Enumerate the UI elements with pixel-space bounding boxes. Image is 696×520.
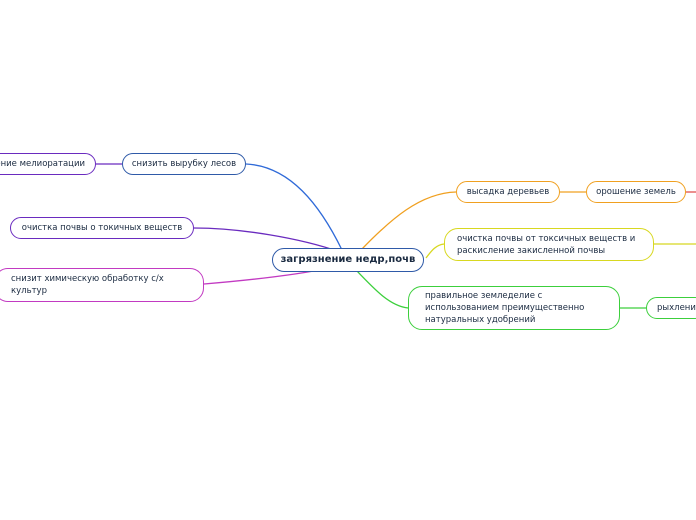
node-ochistka-tokichnyh-label: очистка почвы о токичных веществ: [21, 223, 183, 233]
edge-center-ochistka-raskislenie: [425, 243, 445, 259]
central-topic-label: загрязнение недр,почв: [280, 254, 416, 265]
node-snizit-vyrubku-label: снизить вырубку лесов: [131, 159, 237, 169]
node-vysadka-label: высадка деревьев: [466, 187, 550, 197]
node-oroshenie-label: орошение земель: [596, 187, 676, 197]
node-ochistka-raskislenie-label: очистка почвы от токсичных веществ и рас…: [457, 233, 636, 256]
edge-center-vysadka: [361, 191, 457, 250]
edge-center-pravilnoe: [355, 269, 409, 309]
node-ochistka-raskislenie[interactable]: очистка почвы от токсичных веществ и рас…: [444, 228, 654, 261]
edge-center-snizit-vyrubku: [245, 163, 343, 251]
node-oroshenie[interactable]: орошение земель: [586, 181, 686, 203]
node-melioratsii[interactable]: ение мелиоратации: [0, 153, 96, 175]
node-ryhlenie-label: рыхление: [657, 303, 696, 313]
node-pravilnoe-label: правильное земледелие с использованием п…: [425, 291, 585, 325]
node-melioratsii-label: ение мелиоратации: [0, 159, 85, 169]
node-vysadka[interactable]: высадка деревьев: [456, 181, 560, 203]
node-ryhlenie[interactable]: рыхление: [646, 297, 696, 319]
node-snizit-himicheskuyu[interactable]: снизит химическую обработку с/х культур: [0, 268, 204, 302]
node-pravilnoe[interactable]: правильное земледелие с использованием п…: [408, 286, 620, 330]
node-snizit-vyrubku[interactable]: снизить вырубку лесов: [122, 153, 246, 175]
node-ochistka-tokichnyh[interactable]: очистка почвы о токичных веществ: [10, 217, 194, 239]
edge-center-ochistka-tokichnyh: [193, 227, 341, 253]
central-topic[interactable]: загрязнение недр,почв: [272, 248, 424, 272]
node-snizit-himicheskuyu-label: снизит химическую обработку с/х культур: [11, 274, 164, 296]
